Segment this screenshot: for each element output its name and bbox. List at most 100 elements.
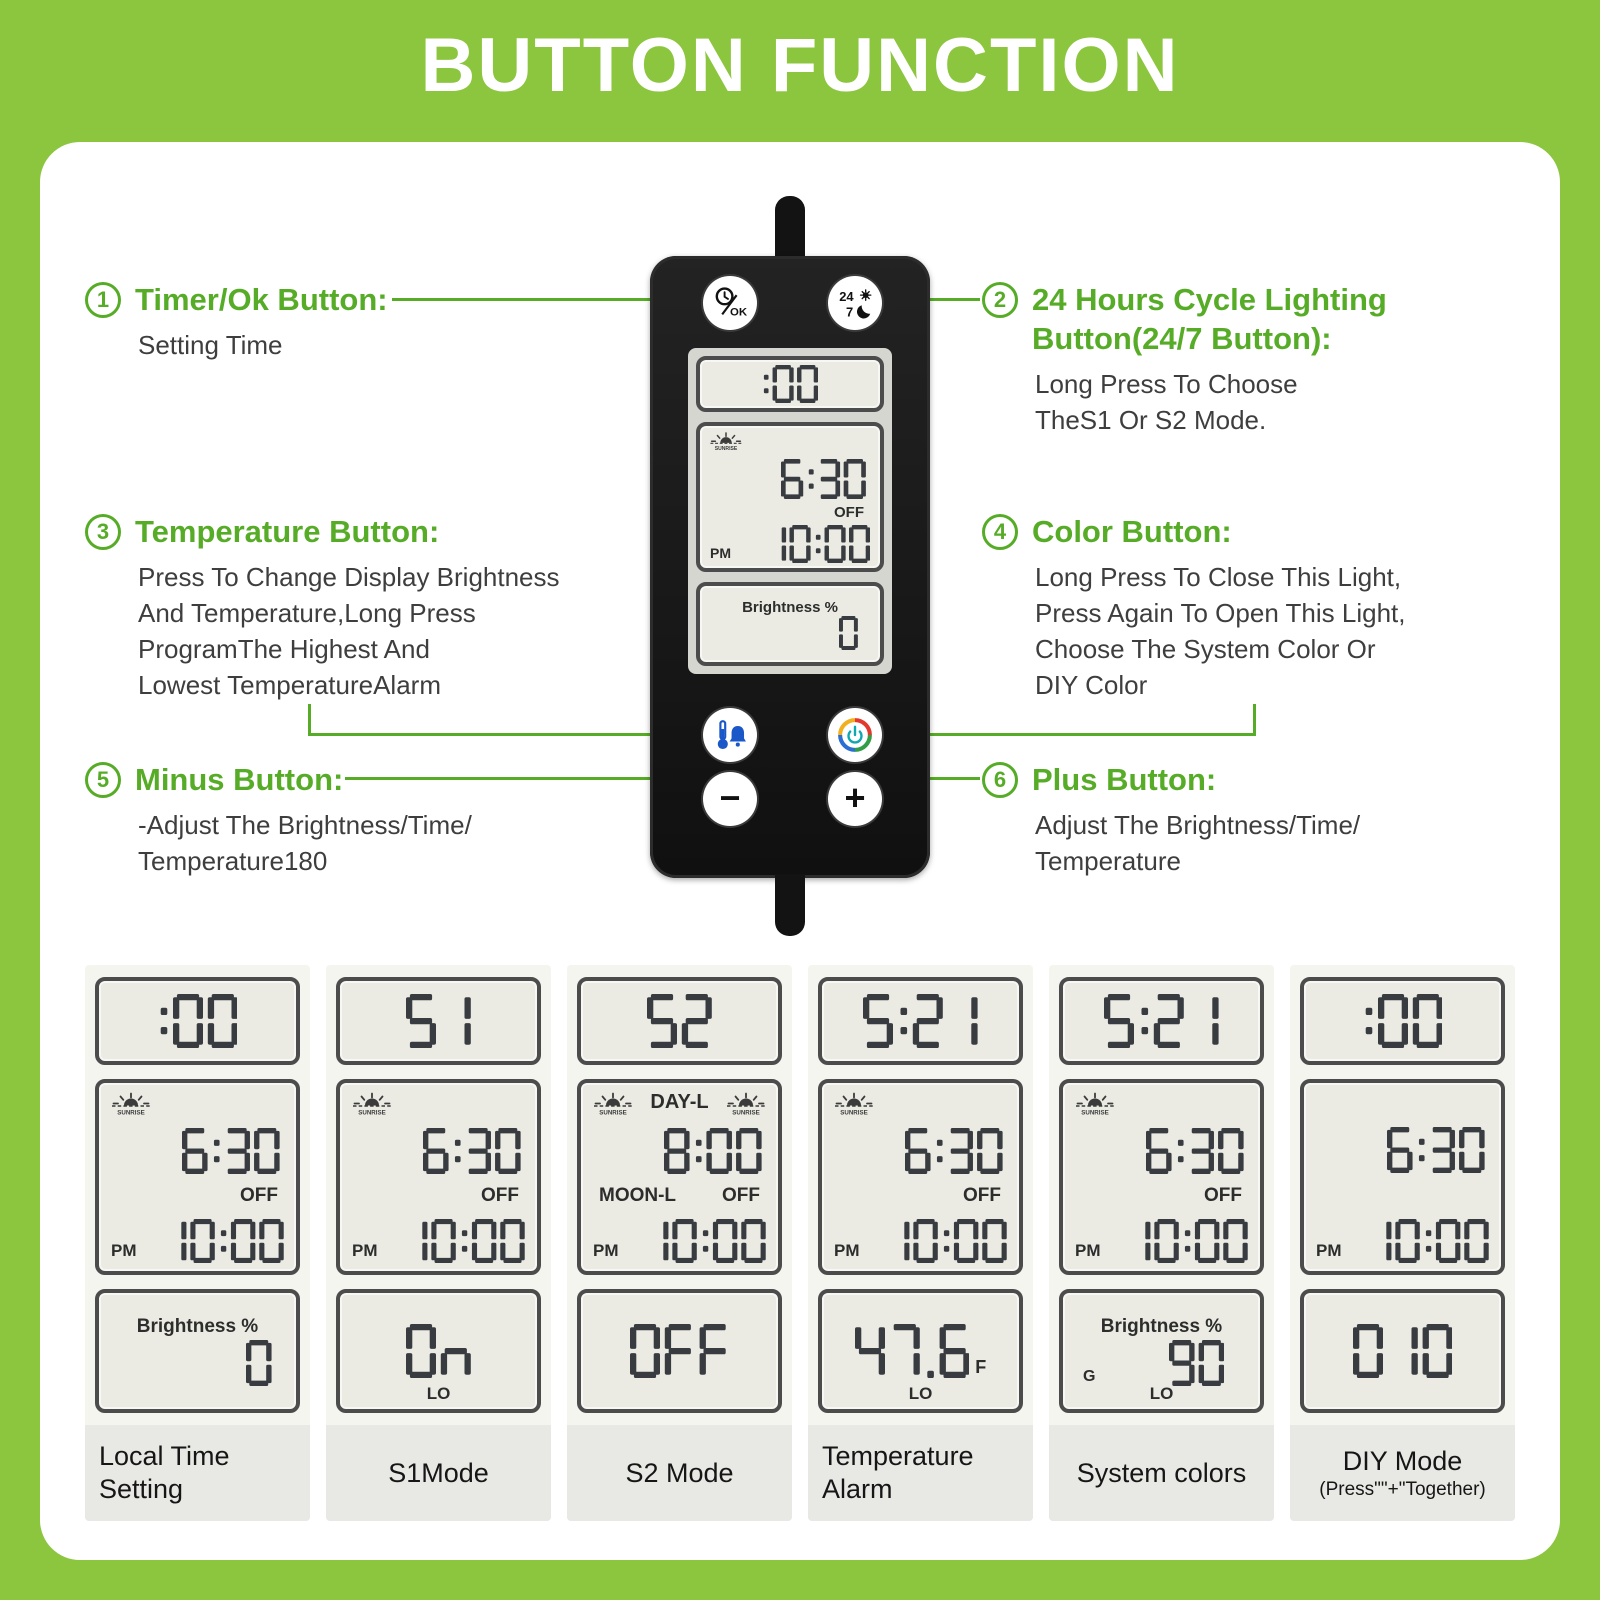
page-title: BUTTON FUNCTION	[420, 23, 1180, 108]
lcd-schedule-display: SUNRISE OFF PM	[1059, 1079, 1264, 1275]
unit-label: F	[975, 1357, 987, 1377]
sunrise-icon: SUNRISE	[112, 1092, 150, 1117]
sun-moon-24-7-icon: 24 7	[839, 289, 872, 320]
svg-text:SUNRISE: SUNRISE	[715, 446, 738, 451]
lcd-status-display	[577, 1289, 782, 1413]
lcd-on-time	[781, 459, 866, 500]
lcd-panel-5: SUNRISE OFF PM Brightness % G LO System c…	[1049, 965, 1274, 1521]
lcd-panel-2: SUNRISE OFF PM LO S1Mode	[326, 965, 551, 1521]
connector-line	[308, 704, 311, 735]
annotation-body: Long Press To Close This Light, Press Ag…	[1035, 562, 1406, 700]
lcd-schedule-display: SUNRISE DAY-L SUNRISE MOON-L OFF PM	[577, 1079, 782, 1275]
minus-button: −	[703, 772, 757, 826]
svg-text:SUNRISE: SUNRISE	[599, 1110, 627, 1117]
circled-number-4: 4	[982, 514, 1018, 550]
day-l-label: DAY-L	[650, 1091, 709, 1113]
lcd-display: SUNRISE OFF PM Brightness %	[688, 348, 892, 674]
lcd-schedule-display: SUNRISE OFF PM	[95, 1079, 300, 1275]
off-label: OFF	[722, 1185, 760, 1207]
panel-label: S1Mode	[326, 1425, 551, 1521]
power-color-ring-icon	[838, 718, 872, 752]
lcd-top-display	[336, 977, 541, 1065]
panel-label: System colors	[1049, 1425, 1274, 1521]
off-label: OFF	[963, 1185, 1001, 1207]
lcd-off-label: OFF	[834, 503, 864, 521]
sunrise-icon: SUNRISE	[353, 1092, 391, 1116]
off-label: OFF	[1204, 1185, 1242, 1207]
timer-ok-button: OK	[703, 276, 757, 330]
lcd-panel-3: SUNRISE DAY-L SUNRISE MOON-L OFF PM S2 M…	[567, 965, 792, 1521]
color-channel-label: G	[1083, 1368, 1096, 1385]
pm-label: PM	[111, 1240, 137, 1260]
temperature-button	[703, 708, 757, 762]
lcd-top-display	[818, 977, 1023, 1065]
panel-label: S2 Mode	[567, 1425, 792, 1521]
lcd-schedule-display: SUNRISE OFF PM	[336, 1079, 541, 1275]
lo-label: LO	[1149, 1384, 1174, 1403]
svg-text:SUNRISE: SUNRISE	[1081, 1110, 1109, 1117]
connector-line	[884, 733, 1256, 736]
brightness-label: Brightness %	[742, 598, 838, 616]
annotation-minus: 5 Minus Button: -Adjust The Brightness/T…	[85, 760, 575, 879]
pm-label: PM	[593, 1240, 619, 1260]
svg-text:7: 7	[846, 305, 853, 320]
lcd-schedule-display: PM	[1300, 1079, 1505, 1275]
lo-label: LO	[426, 1384, 451, 1403]
clock-ok-icon: OK	[715, 287, 748, 319]
circled-number-6: 6	[982, 762, 1018, 798]
circled-number-1: 1	[85, 282, 121, 318]
sunrise-icon: SUNRISE	[710, 432, 742, 451]
annotation-cycle: 2 24 Hours Cycle Lighting Button(24/7 Bu…	[982, 280, 1472, 438]
annotation-body: Adjust The Brightness/Time/ Temperature	[1035, 810, 1361, 876]
brightness-label: Brightness %	[1100, 1316, 1223, 1337]
connector-line	[884, 777, 980, 780]
circled-number-5: 5	[85, 762, 121, 798]
annotation-body: Long Press To Choose TheS1 Or S2 Mode.	[1035, 369, 1298, 435]
svg-text:SUNRISE: SUNRISE	[732, 1110, 760, 1117]
panel-label: DIY Mode(Press""+"Together)	[1290, 1425, 1515, 1521]
plus-button: +	[828, 772, 882, 826]
circled-number-2: 2	[982, 282, 1018, 318]
annotation-timer-ok: 1 Timer/Ok Button: Setting Time	[85, 280, 575, 363]
annotation-title: Minus Button:	[135, 762, 344, 797]
connector-line	[392, 298, 700, 301]
power-cable-bottom	[775, 874, 805, 936]
connector-line	[1253, 704, 1256, 735]
annotation-color: 4 Color Button: Long Press To Close This…	[982, 512, 1472, 703]
minus-glyph: −	[719, 776, 741, 818]
sunrise-icon: SUNRISE	[594, 1092, 632, 1117]
connector-line	[345, 777, 701, 780]
lcd-status-display	[1300, 1289, 1505, 1413]
lcd-top-display	[95, 977, 300, 1065]
connector-line	[884, 298, 980, 301]
annotation-title: Timer/Ok Button:	[135, 282, 388, 317]
lcd-brightness-box: Brightness %	[696, 582, 884, 666]
sunrise-icon: SUNRISE	[726, 1092, 765, 1117]
off-label: OFF	[481, 1185, 519, 1207]
plus-glyph: +	[844, 776, 866, 818]
annotation-title: Plus Button:	[1032, 762, 1217, 797]
lcd-status-display: F LO	[818, 1289, 1023, 1413]
annotation-temperature: 3 Temperature Button: Press To Change Di…	[85, 512, 575, 703]
cycle-24-7-button: 24 7	[828, 276, 882, 330]
annotation-body: -Adjust The Brightness/Time/ Temperature…	[138, 810, 472, 876]
svg-text:24: 24	[839, 289, 854, 304]
annotation-title: 24 Hours Cycle Lighting Button(24/7 Butt…	[1032, 282, 1387, 356]
pm-label: PM	[1316, 1241, 1342, 1260]
lcd-status-display: LO	[336, 1289, 541, 1413]
pm-label: PM	[1075, 1240, 1101, 1260]
svg-text:SUNRISE: SUNRISE	[117, 1110, 145, 1117]
lo-label: LO	[908, 1384, 933, 1403]
annotation-title: Color Button:	[1032, 514, 1232, 549]
brightness-label: Brightness %	[136, 1316, 259, 1337]
annotation-body: Press To Change Display Brightness And T…	[138, 562, 560, 700]
power-cable-top	[775, 196, 805, 260]
lcd-top-display	[577, 977, 782, 1065]
annotation-body: Setting Time	[138, 330, 283, 360]
brightness-value	[839, 615, 858, 650]
